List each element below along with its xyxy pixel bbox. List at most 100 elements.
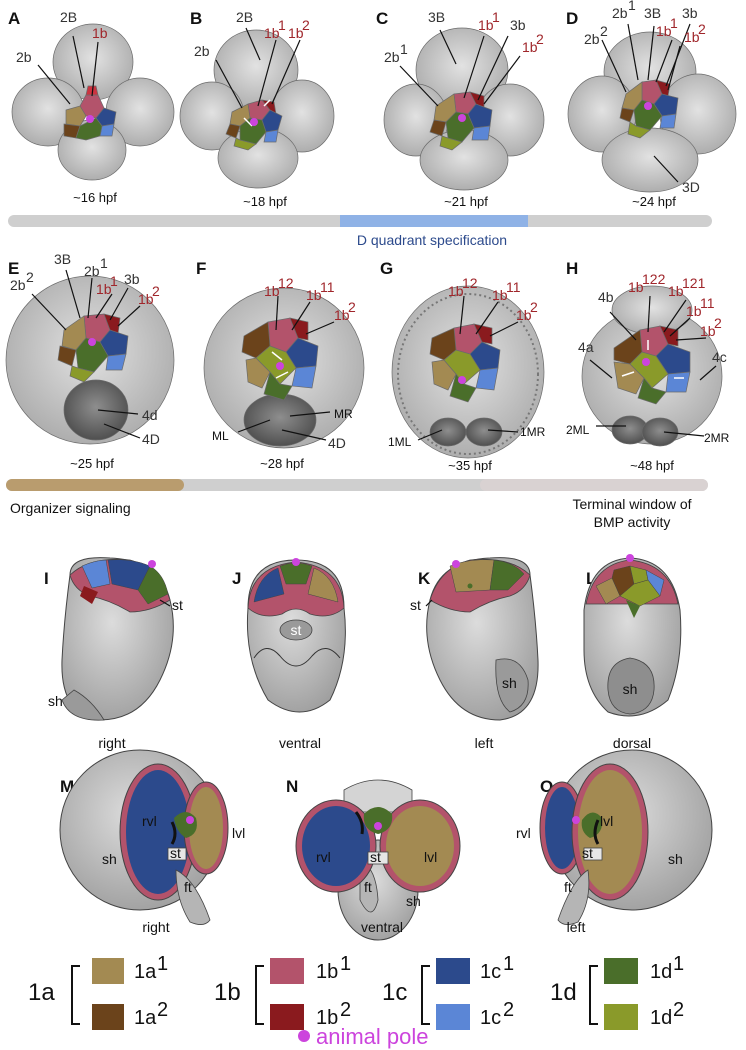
panel-j: J st ventral — [232, 558, 346, 751]
embryo-image — [581, 285, 723, 447]
stage-label: ~24 hpf — [632, 194, 676, 209]
view-label: ventral — [279, 735, 321, 751]
legend-item-sup: 2 — [673, 999, 684, 1021]
legend: 1a 1a 1 1a 2 1b 1b 1 1b 2 1c 1c 1 — [28, 953, 684, 1049]
cell-label: 2b — [584, 31, 600, 47]
cell-label-sup: 1 — [100, 255, 108, 271]
panel-d: D 2b 2 2b 1 3B 1b 1 3b 1b — [566, 0, 737, 209]
organ-label: st — [170, 845, 181, 861]
organ-label: lvl — [424, 849, 437, 865]
legend-group-1b: 1b 1b 1 1b 2 — [214, 953, 351, 1030]
legend-swatch — [436, 958, 470, 984]
cell-label-sup: 11 — [700, 295, 715, 311]
cell-label: 3B — [428, 9, 445, 25]
panel-letter: I — [44, 569, 49, 588]
embryo-image — [383, 27, 545, 191]
stage-label: ~16 hpf — [73, 190, 117, 205]
organ-label: st — [370, 849, 381, 865]
cell-label: 1b — [656, 23, 672, 39]
panel-letter: H — [566, 259, 578, 278]
view-label: right — [142, 919, 169, 935]
organ-label: sh — [102, 851, 117, 867]
panel-letter: E — [8, 259, 19, 278]
cell-label-sup: 2 — [600, 23, 608, 39]
cell-label-sup: 2 — [302, 17, 310, 33]
panel-c: C 2b 1 3B 1b 1 3b 1b 2 ~21 hpf — [376, 9, 545, 209]
panel-letter: L — [586, 569, 596, 588]
animal-pole-dot-icon — [298, 1030, 310, 1042]
cell-label-sup: 11 — [506, 279, 521, 295]
cell-label: 1b — [288, 25, 304, 41]
cell-label-sup: 1 — [278, 17, 286, 33]
cell-label: 1b — [522, 39, 538, 55]
organ-label: ft — [184, 879, 192, 895]
organ-label: sh — [502, 675, 517, 691]
stage-label: ~48 hpf — [630, 458, 674, 473]
cell-label: 1b — [264, 25, 280, 41]
cell-label: 4D — [142, 431, 160, 447]
cell-label: 1b — [492, 287, 508, 303]
legend-swatch — [436, 1004, 470, 1030]
cell-label: 1b — [264, 283, 280, 299]
organ-label: st — [410, 597, 421, 613]
organ-label: sh — [48, 693, 63, 709]
stage-label: ~35 hpf — [448, 458, 492, 473]
cell-label: 1b — [96, 281, 112, 297]
cell-label-sup: 12 — [462, 275, 478, 291]
cell-label: ML — [212, 429, 229, 443]
panel-o: O rvl lvl sh st ft left — [516, 749, 713, 935]
cell-label: 1b — [92, 25, 108, 41]
timeline-bar-middle: Organizer signaling Terminal window of B… — [6, 479, 708, 530]
panel-e: E 2b 2 3B 2b 1 1b 1 3b 1b 2 4 — [5, 251, 175, 471]
legend-item-label: 1b — [316, 961, 338, 983]
cell-label-sup: 2 — [530, 299, 538, 315]
organ-label: st — [582, 845, 593, 861]
cell-label: 3B — [54, 251, 71, 267]
legend-animal-pole: animal pole — [298, 1024, 429, 1049]
organ-label: lvl — [600, 813, 613, 829]
timeline-bar-top: D quadrant specification — [8, 215, 712, 248]
cell-label-sup: 122 — [642, 271, 666, 287]
legend-swatch — [92, 1004, 124, 1030]
legend-item-sup: 2 — [340, 999, 351, 1021]
panel-h: H 4b 1b 122 1b — [566, 259, 730, 473]
cell-label: 4b — [598, 289, 614, 305]
cell-label: 1MR — [520, 425, 546, 439]
organ-label: rvl — [516, 825, 531, 841]
legend-group-label: 1b — [214, 979, 241, 1006]
cell-label-sup: 1 — [110, 273, 118, 289]
bar-label: D quadrant specification — [357, 232, 507, 248]
legend-swatch — [92, 958, 124, 984]
legend-item-label: 1d — [650, 1007, 672, 1029]
legend-item-sup: 1 — [157, 953, 168, 975]
legend-item-label: 1a — [134, 961, 157, 983]
organ-label: sh — [668, 851, 683, 867]
panel-l: L sh dorsal — [583, 554, 682, 751]
panel-letter: C — [376, 9, 388, 28]
legend-item-label: 1c — [480, 961, 501, 983]
embryo-image — [567, 31, 737, 193]
legend-group-label: 1d — [550, 979, 577, 1006]
view-label: dorsal — [613, 735, 651, 751]
cell-label: 2b — [194, 43, 210, 59]
organ-label: sh — [623, 681, 638, 697]
animal-pole-label: animal pole — [316, 1024, 429, 1049]
cell-label: 2b — [84, 263, 100, 279]
view-label: left — [475, 735, 494, 751]
cell-label-sup: 1 — [628, 0, 636, 13]
legend-swatch — [270, 958, 304, 984]
legend-item-sup: 1 — [673, 953, 684, 975]
cell-label-sup: 2 — [152, 283, 160, 299]
cell-label: 1b — [138, 291, 154, 307]
panel-i: I st sh right — [44, 557, 183, 751]
panel-letter: G — [380, 259, 393, 278]
legend-item-label: 1a — [134, 1007, 157, 1029]
panel-a: A 2b 2B 1b ~16 hpf — [8, 9, 175, 205]
panel-letter: K — [418, 569, 431, 588]
bar-label: Terminal window of — [572, 496, 691, 512]
cell-label: 4a — [578, 339, 594, 355]
cell-label: 3D — [682, 179, 700, 195]
organ-label: st — [172, 597, 183, 613]
cell-label: 2b — [612, 5, 628, 21]
panel-letter: A — [8, 9, 20, 28]
